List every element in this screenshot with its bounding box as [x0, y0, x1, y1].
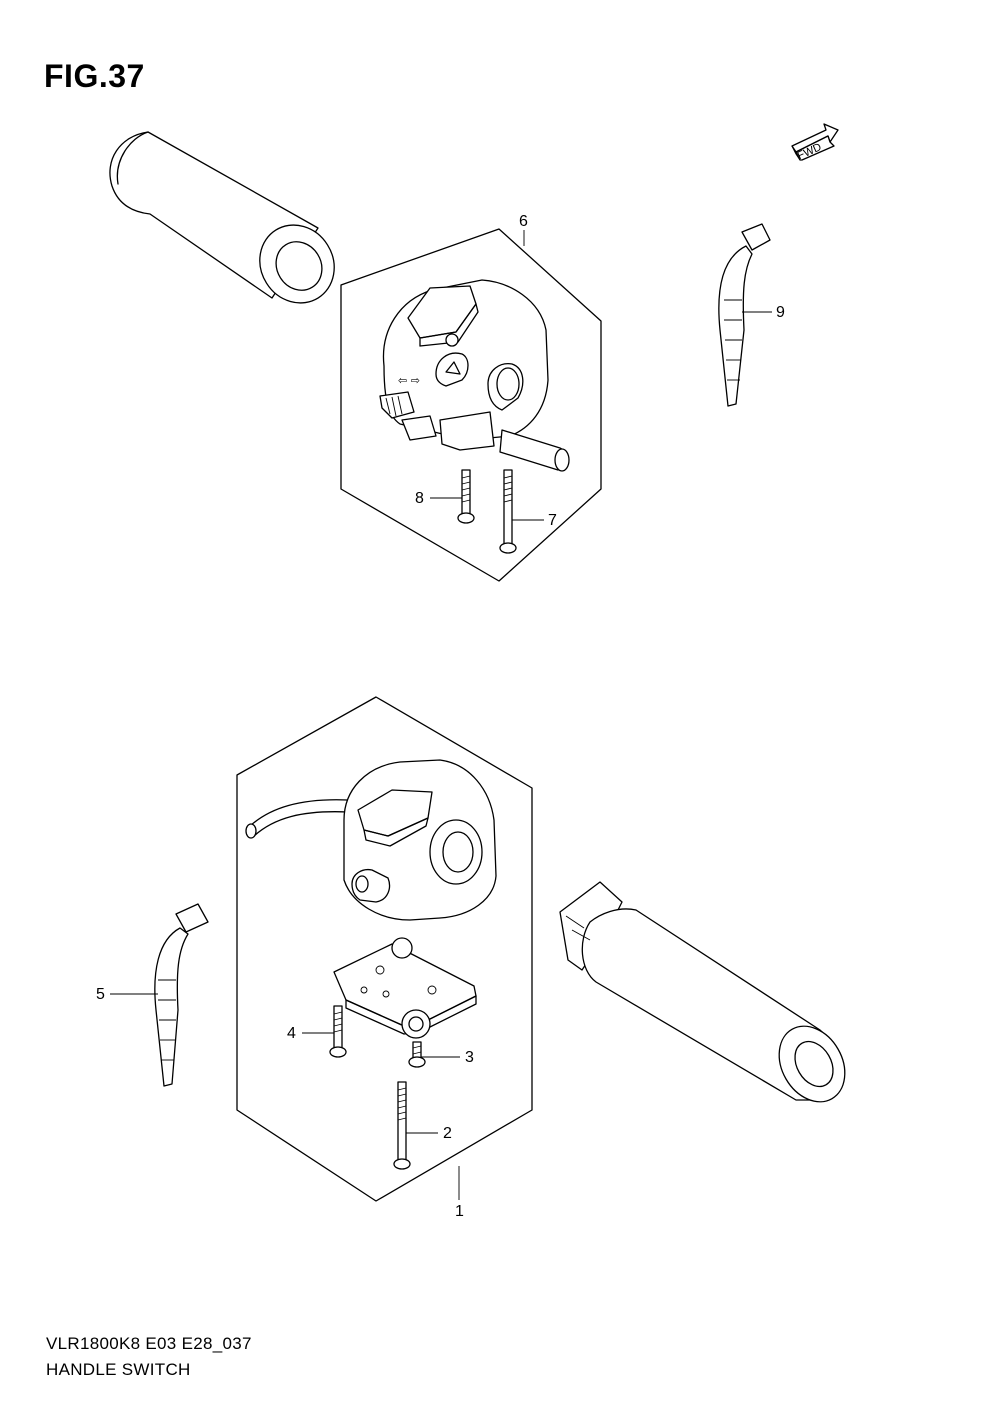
screw-4: [329, 1005, 347, 1058]
diagram-caption: HANDLE SWITCH: [46, 1360, 191, 1379]
fwd-arrow-icon: FWD: [791, 123, 839, 162]
svg-text:6: 6: [519, 213, 528, 230]
left-handle-switch: ⇦ ⇨: [379, 279, 570, 472]
right-handle-switch: [245, 759, 497, 921]
callout-9: 9: [742, 304, 785, 321]
arrow-mark-icon: ⇦ ⇨: [398, 374, 420, 387]
assembly-outline-lower: [236, 696, 533, 1202]
callout-2: 2: [406, 1125, 452, 1142]
callout-5: 5: [96, 986, 158, 1003]
figure-title: FIG.37: [44, 58, 145, 94]
callout-4: 4: [287, 1025, 334, 1042]
screw-2: [393, 1081, 411, 1170]
callout-7: 7: [512, 512, 557, 529]
screw-7: [499, 469, 517, 554]
callout-1: 1: [455, 1166, 464, 1220]
screw-8: [457, 469, 475, 524]
svg-text:3: 3: [465, 1049, 474, 1066]
left-grip: [109, 131, 335, 304]
switch-base-plate: [333, 937, 477, 1039]
svg-text:4: 4: [287, 1025, 296, 1042]
callout-8: 8: [415, 490, 462, 507]
cable-tie-9: [718, 223, 771, 407]
callout-3: 3: [421, 1049, 474, 1066]
svg-text:2: 2: [443, 1125, 452, 1142]
svg-text:1: 1: [455, 1203, 464, 1220]
model-code: VLR1800K8 E03 E28_037: [46, 1334, 252, 1353]
throttle-grip: [559, 881, 846, 1103]
cable-tie-5: [154, 903, 209, 1087]
svg-text:9: 9: [776, 304, 785, 321]
callout-6: 6: [519, 213, 528, 246]
svg-text:7: 7: [548, 512, 557, 529]
svg-text:5: 5: [96, 986, 105, 1003]
svg-text:8: 8: [415, 490, 424, 507]
assembly-outline-upper: [340, 228, 602, 582]
screw-3: [408, 1041, 426, 1068]
